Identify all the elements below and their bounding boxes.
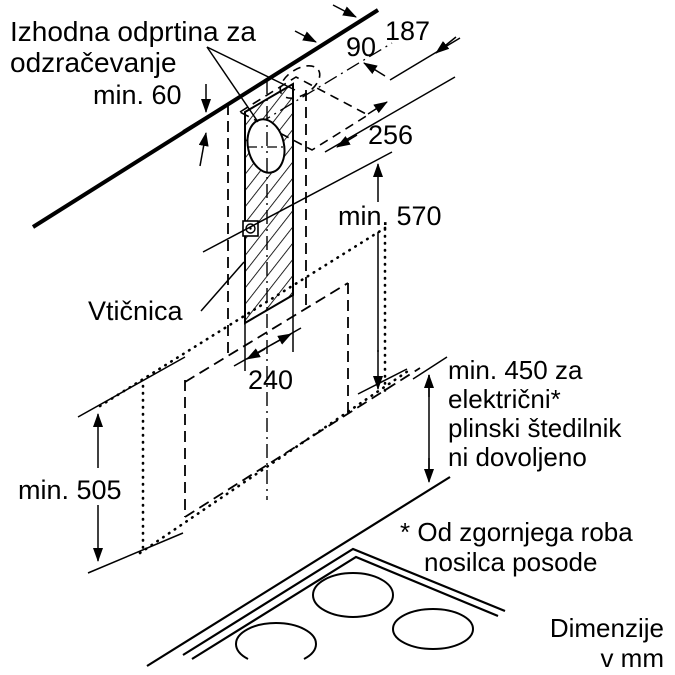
leader-lines	[200, 46, 296, 312]
dotted-bottom-diagonal	[138, 369, 410, 555]
d256-upper-arrow	[367, 101, 388, 115]
d240-right-arrow	[270, 333, 292, 346]
socket-label: Vtičnica	[88, 296, 184, 326]
dim-90-label: 90	[346, 32, 376, 62]
units-line2: v mm	[600, 643, 664, 673]
footnote-line1: * Od zgornjega roba	[400, 517, 633, 547]
hood-top-edge	[184, 282, 349, 383]
min60-up-arrow	[198, 132, 209, 167]
units-line1: Dimenzije	[550, 613, 664, 643]
ceiling-line	[31, 8, 380, 229]
outlet-label-line2: odzračevanje	[10, 47, 177, 78]
d256-lower-arrow	[336, 134, 358, 148]
dim-min60-label: min. 60	[93, 80, 182, 110]
dim-256-label: 256	[368, 120, 413, 150]
d187-arrow	[435, 36, 457, 54]
min505-bottom-tick	[87, 532, 184, 574]
note450-line1: min. 450 za	[448, 355, 583, 385]
dim-min570-label: min. 570	[338, 201, 442, 231]
min570-top-reference	[202, 151, 393, 253]
socket-leader	[200, 261, 245, 312]
dotted-reference-plane	[98, 226, 410, 555]
min450-top-tick	[412, 356, 448, 380]
chimney-panel	[242, 82, 294, 371]
dimension-arrows	[93, 4, 457, 562]
cooktop-edge-inner	[191, 555, 499, 660]
burner-right	[392, 608, 474, 650]
cooktop	[146, 476, 506, 667]
footnote-line2: nosilca posode	[424, 547, 597, 577]
note450-line3: plinski štedilnik	[448, 413, 622, 443]
burner-back-center	[312, 572, 394, 618]
dim-187-label: 187	[385, 16, 430, 46]
burner-front-left	[235, 622, 317, 660]
exhaust-hole	[246, 118, 286, 174]
outlet-label-line1: Izhodna odprtina za	[10, 16, 256, 47]
dotted-top-diagonal	[98, 226, 387, 408]
cooktop-edge-outer	[182, 547, 506, 656]
note450-line2: električni*	[448, 384, 561, 414]
dim-min505-label: min. 505	[18, 475, 122, 505]
outlet-leader-1	[206, 46, 259, 123]
d90-inner-arrow	[363, 62, 386, 77]
roof-duct-hole	[279, 65, 321, 99]
centerlines	[247, 80, 287, 500]
outlet-leader-2	[206, 46, 296, 91]
d90-ceiling-arrow-right	[332, 4, 357, 18]
d240-left-arrow	[246, 348, 266, 360]
cooktop-back-line	[146, 476, 451, 667]
min60-reference-line	[182, 100, 233, 132]
text-labels: Izhodna odprtina za odzračevanje min. 60…	[10, 16, 664, 673]
slanted-ceiling	[31, 8, 380, 229]
note450-line4: ni dovoljeno	[448, 442, 587, 472]
dim-240-label: 240	[248, 365, 293, 395]
min505-top-tick	[77, 356, 186, 418]
d90-ceiling-arrow-left	[294, 30, 317, 43]
